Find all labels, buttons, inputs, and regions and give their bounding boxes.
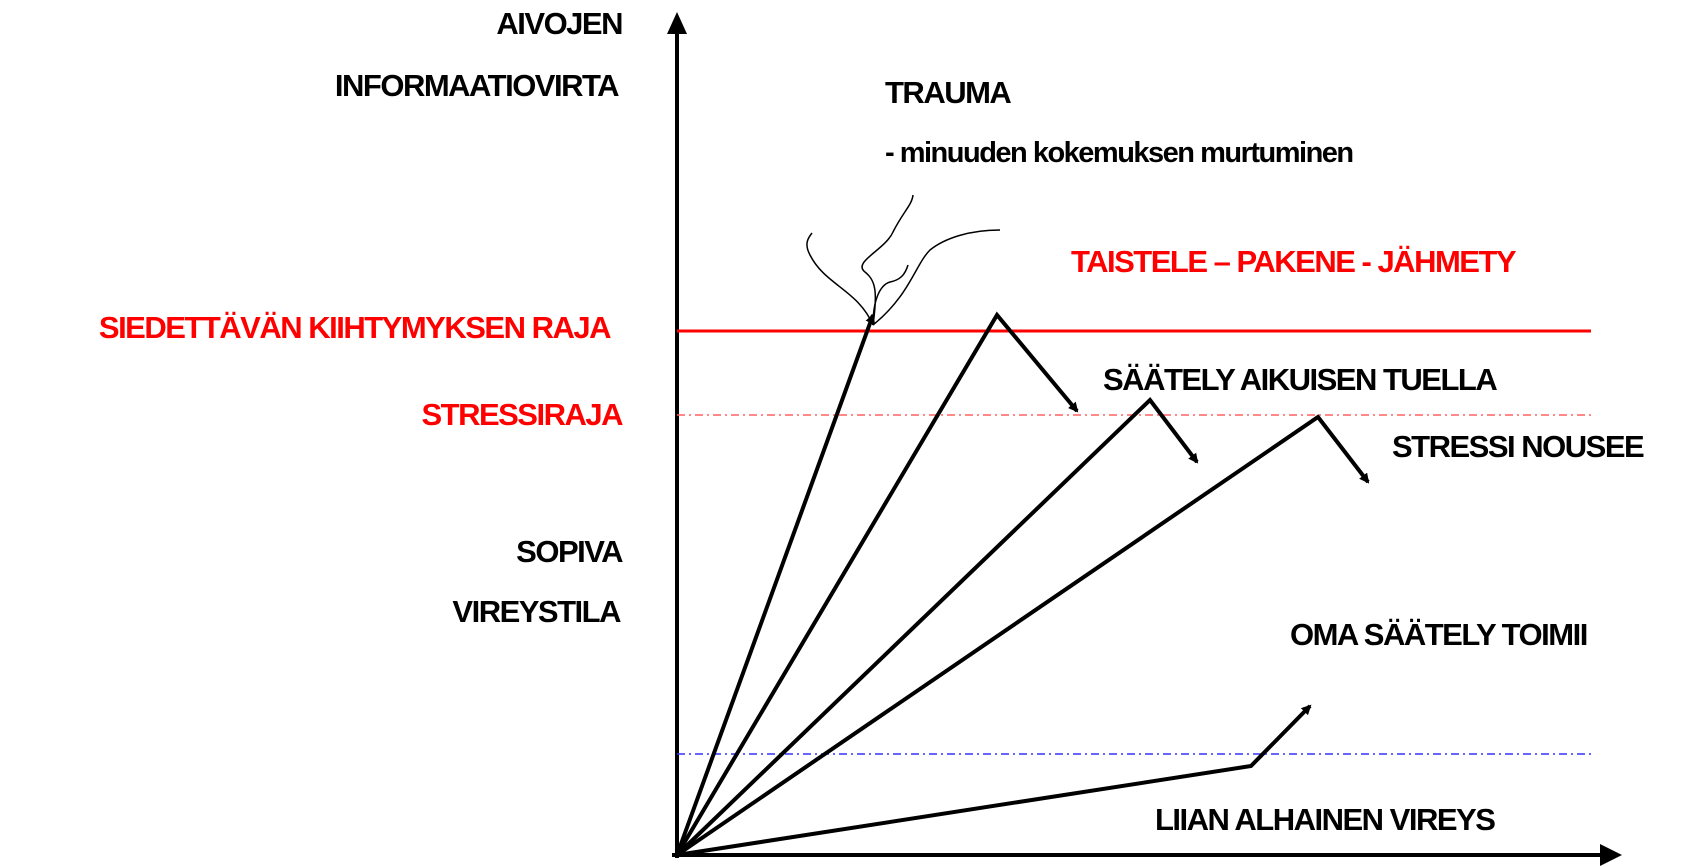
stress-rises-ray [675,414,1370,857]
trauma-title: TRAUMA [885,75,1011,110]
fight-flight-ray [675,311,1079,857]
too-low-arousal-label: LIIAN ALHAINEN VIREYS [1155,802,1495,837]
adult-regulation-label: SÄÄTELY AIKUISEN TUELLA [1103,362,1497,397]
suitable-arousal-label-line1: SOPIVA [516,534,623,569]
stress-rises-label: STRESSI NOUSEE [1392,429,1644,464]
suitable-arousal-label-line2: VIREYSTILA [452,594,621,629]
y-axis-label-line2: INFORMAATIOVIRTA [335,68,619,103]
tolerance-limit-label: SIEDETTÄVÄN KIIHTYMYKSEN RAJA [99,310,611,345]
adult-regulation-ray [675,396,1199,857]
y-axis-arrowhead [667,12,687,34]
x-axis-arrowhead [1600,844,1622,866]
fight-flight-freeze-label: TAISTELE – PAKENE - JÄHMETY [1071,244,1517,279]
trauma-description: - minuuden kokemuksen murtuminen [885,137,1353,169]
self-regulation-ray [676,704,1312,857]
self-regulation-label: OMA SÄÄTELY TOIMII [1290,617,1587,652]
trauma-burst-icon [806,194,1001,326]
trauma-ray [675,313,875,856]
stress-limit-label: STRESSIRAJA [421,397,623,432]
y-axis-label-line1: AIVOJEN [496,6,622,41]
